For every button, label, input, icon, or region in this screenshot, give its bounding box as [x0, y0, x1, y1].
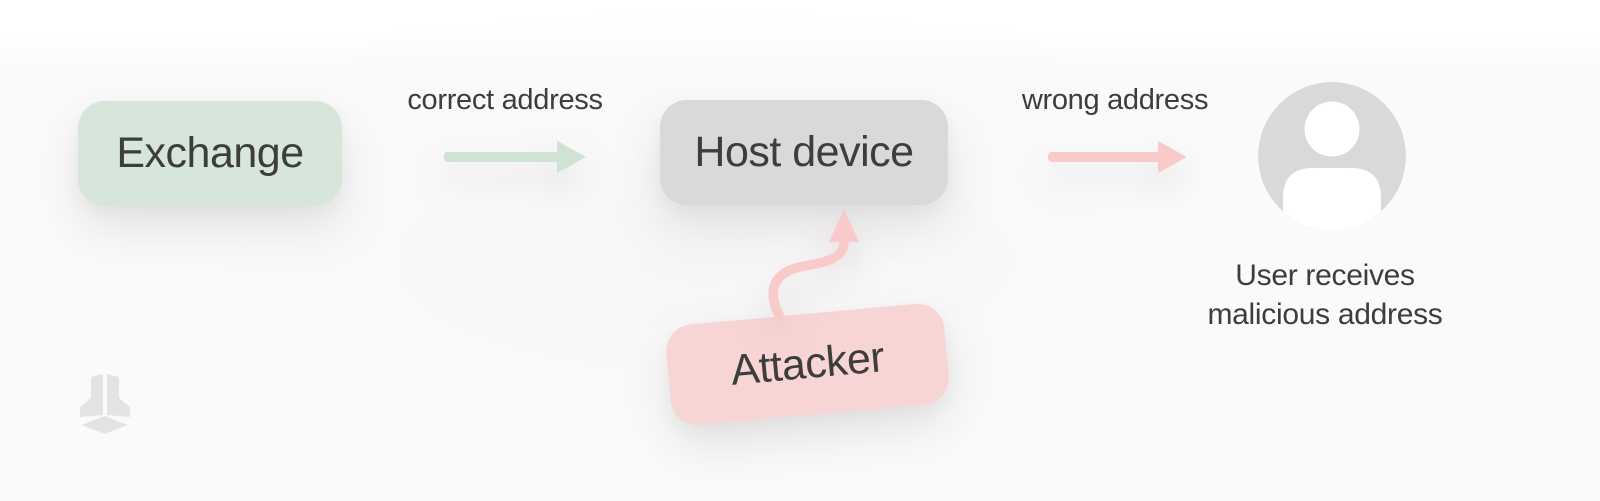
user-caption-line2: malicious address — [1207, 298, 1443, 331]
attacker-node-label: Attacker — [728, 333, 887, 395]
wrong-address-label: wrong address — [1021, 84, 1209, 116]
cube-logo-icon — [80, 374, 130, 434]
user-caption: User receives malicious address — [1125, 256, 1525, 334]
attack-arrow-icon — [768, 209, 859, 322]
host-device-node-label: Host device — [694, 128, 914, 176]
exchange-node-label: Exchange — [116, 129, 304, 177]
attacker-node: Attacker — [663, 301, 952, 428]
host-device-node: Host device — [660, 100, 948, 205]
correct-address-arrow-icon — [444, 141, 586, 173]
user-caption-line1: User receives — [1235, 259, 1415, 292]
user-avatar-icon — [1258, 82, 1406, 230]
wrong-address-arrow-icon — [1048, 141, 1187, 173]
correct-address-label: correct address — [407, 84, 603, 116]
exchange-node: Exchange — [78, 101, 342, 206]
